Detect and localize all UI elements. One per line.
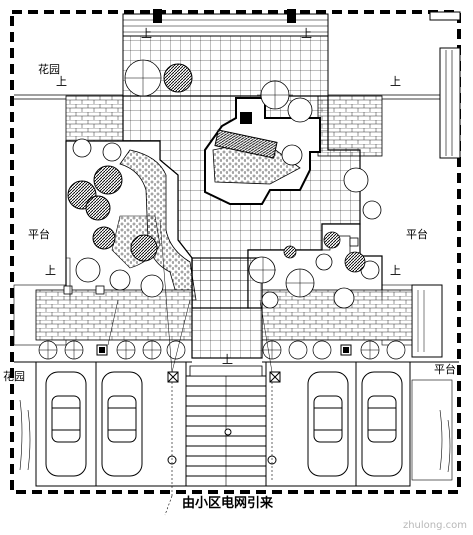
power-cable <box>164 382 273 516</box>
label-up-3: 上 <box>56 75 67 88</box>
label-up-1: 上 <box>141 27 152 40</box>
label-up-2: 上 <box>301 27 312 40</box>
label-up-6: 上 <box>390 264 401 277</box>
shrub-row-left <box>38 340 186 360</box>
right-terrace-paving <box>317 95 383 157</box>
upper-steps <box>122 13 329 37</box>
watermark: zhulong.com <box>402 520 467 531</box>
label-terrace-right: 平台 <box>406 228 428 241</box>
car-1 <box>45 371 87 477</box>
label-up-4: 上 <box>390 75 401 88</box>
car-4 <box>361 371 403 477</box>
shrub-row-right <box>262 340 406 360</box>
trees-light <box>72 59 382 309</box>
car-3 <box>307 371 349 477</box>
label-garden-top: 花园 <box>38 63 60 76</box>
column-right <box>287 9 296 23</box>
label-up-7: 上 <box>222 353 233 366</box>
left-terrace-paving <box>65 95 124 142</box>
power-source-note: 由小区电网引来 <box>182 496 274 511</box>
tree-cluster-left <box>67 63 193 262</box>
label-terrace-bottom-right: 平台 <box>434 363 456 376</box>
column-left <box>153 9 162 23</box>
label-garden-left: 花园 <box>3 370 25 383</box>
label-terrace-left: 平台 <box>28 228 50 241</box>
car-2 <box>101 371 143 477</box>
lower-left-paving <box>35 289 193 341</box>
label-up-5: 上 <box>45 264 56 277</box>
